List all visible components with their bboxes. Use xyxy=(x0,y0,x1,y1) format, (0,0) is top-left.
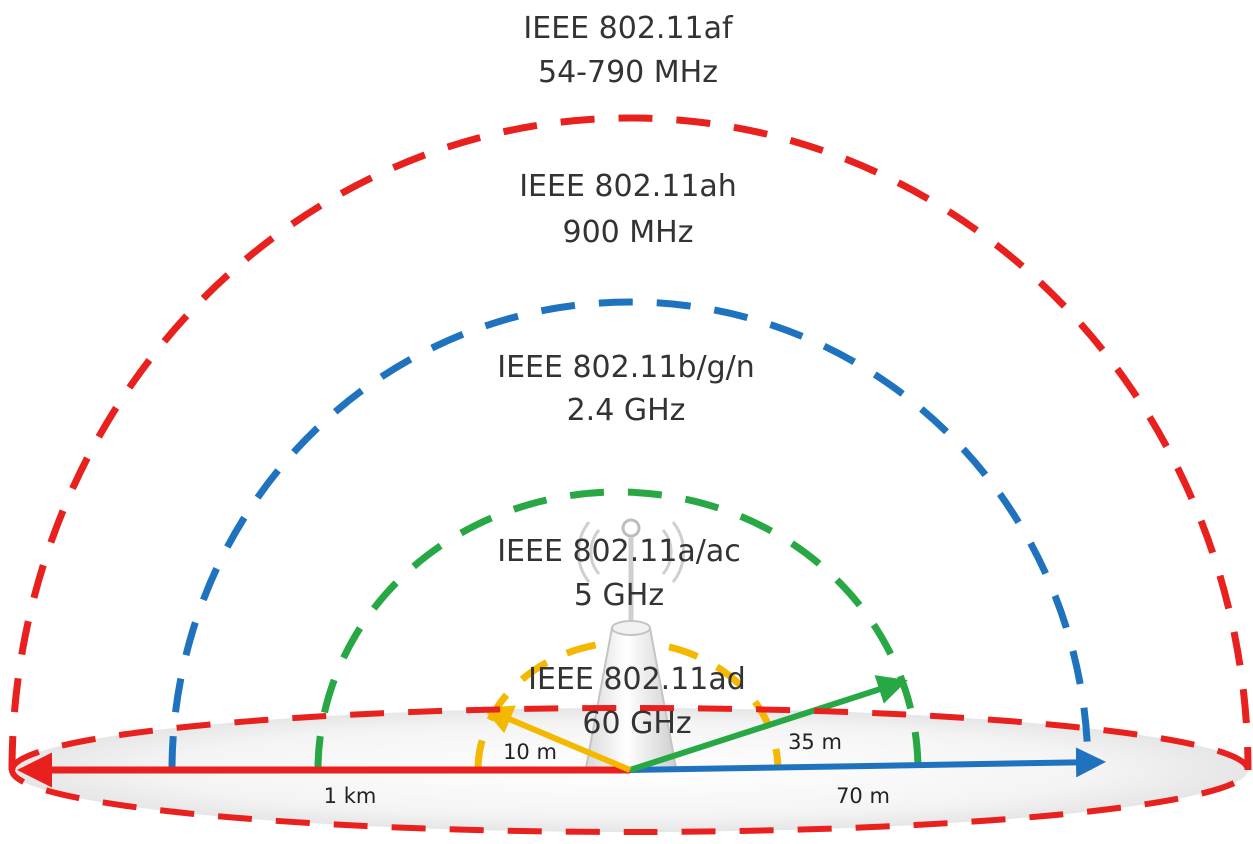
wifi-tower-icon xyxy=(576,518,686,769)
label-bgn-name: IEEE 802.11b/g/n xyxy=(497,350,755,385)
range-arrow-ad xyxy=(482,705,632,773)
label-ad-name: IEEE 802.11ad xyxy=(528,662,746,697)
label-ad-band: 60 GHz xyxy=(582,706,691,741)
range-dome-bgn xyxy=(168,298,1092,771)
label-aac-name: IEEE 802.11a/ac xyxy=(497,534,741,569)
range-label-ah: 1 km xyxy=(324,784,377,808)
range-arrow-bgn xyxy=(629,747,1106,778)
range-label-aac: 35 m xyxy=(788,730,842,754)
label-bgn-band: 2.4 GHz xyxy=(567,393,686,428)
label-ah-name: IEEE 802.11ah xyxy=(519,169,737,204)
range-floor-af xyxy=(9,705,1252,835)
range-dome-aac xyxy=(314,488,922,771)
label-af-name: IEEE 802.11af xyxy=(523,11,734,46)
label-ah-band: 900 MHz xyxy=(563,215,694,250)
label-af-band: 54-790 MHz xyxy=(538,55,718,90)
range-label-ad: 10 m xyxy=(503,740,557,764)
range-label-bgn: 70 m xyxy=(836,784,890,808)
range-dome-af xyxy=(8,114,1252,771)
range-arrow-aac xyxy=(629,675,908,773)
label-aac-band: 5 GHz xyxy=(574,578,664,613)
